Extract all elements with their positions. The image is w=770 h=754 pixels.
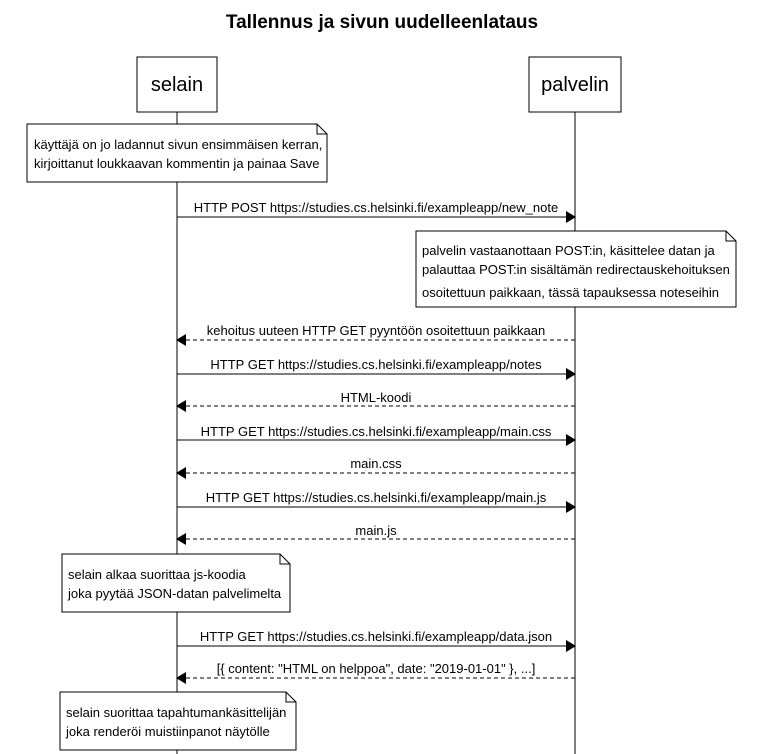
message-arrow: HTTP GET https://studies.cs.helsinki.fi/… xyxy=(177,424,576,446)
note: palvelin vastaanottaan POST:in, käsittel… xyxy=(415,230,737,308)
participant-selain: selain xyxy=(136,56,218,113)
message-label: [{ content: "HTML on helppoa", date: "20… xyxy=(217,661,536,676)
note-line: osoitettuun paikkaan, tässä tapauksessa … xyxy=(422,285,719,300)
message-arrow: HTTP GET https://studies.cs.helsinki.fi/… xyxy=(177,490,576,513)
message-arrow: kehoitus uuteen HTTP GET pyyntöön osoite… xyxy=(176,323,575,346)
note-line: joka pyytää JSON-datan palvelimelta xyxy=(67,586,282,601)
message-label: HTTP GET https://studies.cs.helsinki.fi/… xyxy=(210,357,542,372)
message-arrow: HTML-koodi xyxy=(176,390,575,412)
note: selain alkaa suorittaa js-koodia joka py… xyxy=(61,553,291,613)
message-label: kehoitus uuteen HTTP GET pyyntöön osoite… xyxy=(207,323,545,338)
message-arrow: HTTP GET https://studies.cs.helsinki.fi/… xyxy=(177,629,576,652)
message-label: HTML-koodi xyxy=(341,390,412,405)
message-label: HTTP POST https://studies.cs.helsinki.fi… xyxy=(194,200,558,215)
note-line: selain suorittaa tapahtumankäsittelijän xyxy=(66,705,286,720)
note-line: joka renderöi muistiinpanot näytölle xyxy=(65,724,270,739)
message-label: HTTP GET https://studies.cs.helsinki.fi/… xyxy=(201,424,552,439)
participant-palvelin-label: palvelin xyxy=(541,74,609,96)
message-arrow: HTTP GET https://studies.cs.helsinki.fi/… xyxy=(177,357,576,380)
note-line: palauttaa POST:in sisältämän redirectaus… xyxy=(422,262,730,277)
note-line: kirjoittanut loukkaavan kommentin ja pai… xyxy=(34,156,319,171)
message-label: main.js xyxy=(355,523,397,538)
message-arrow: [{ content: "HTML on helppoa", date: "20… xyxy=(176,661,575,684)
note: selain suorittaa tapahtumankäsittelijän … xyxy=(59,691,297,751)
diagram-title: Tallennus ja sivun uudelleenlataus xyxy=(226,12,538,33)
note-line: käyttäjä on jo ladannut sivun ensimmäise… xyxy=(34,137,322,152)
message-arrow: main.js xyxy=(176,523,575,545)
message-label: main.css xyxy=(350,456,402,471)
participant-palvelin: palvelin xyxy=(528,56,622,113)
note-line: selain alkaa suorittaa js-koodia xyxy=(68,567,247,582)
participant-selain-label: selain xyxy=(151,74,203,96)
message-label: HTTP GET https://studies.cs.helsinki.fi/… xyxy=(206,490,547,505)
message-arrow: HTTP POST https://studies.cs.helsinki.fi… xyxy=(177,200,576,223)
note: käyttäjä on jo ladannut sivun ensimmäise… xyxy=(26,123,328,183)
message-label: HTTP GET https://studies.cs.helsinki.fi/… xyxy=(200,629,552,644)
message-arrow: main.css xyxy=(176,456,575,479)
note-line: palvelin vastaanottaan POST:in, käsittel… xyxy=(422,243,715,258)
